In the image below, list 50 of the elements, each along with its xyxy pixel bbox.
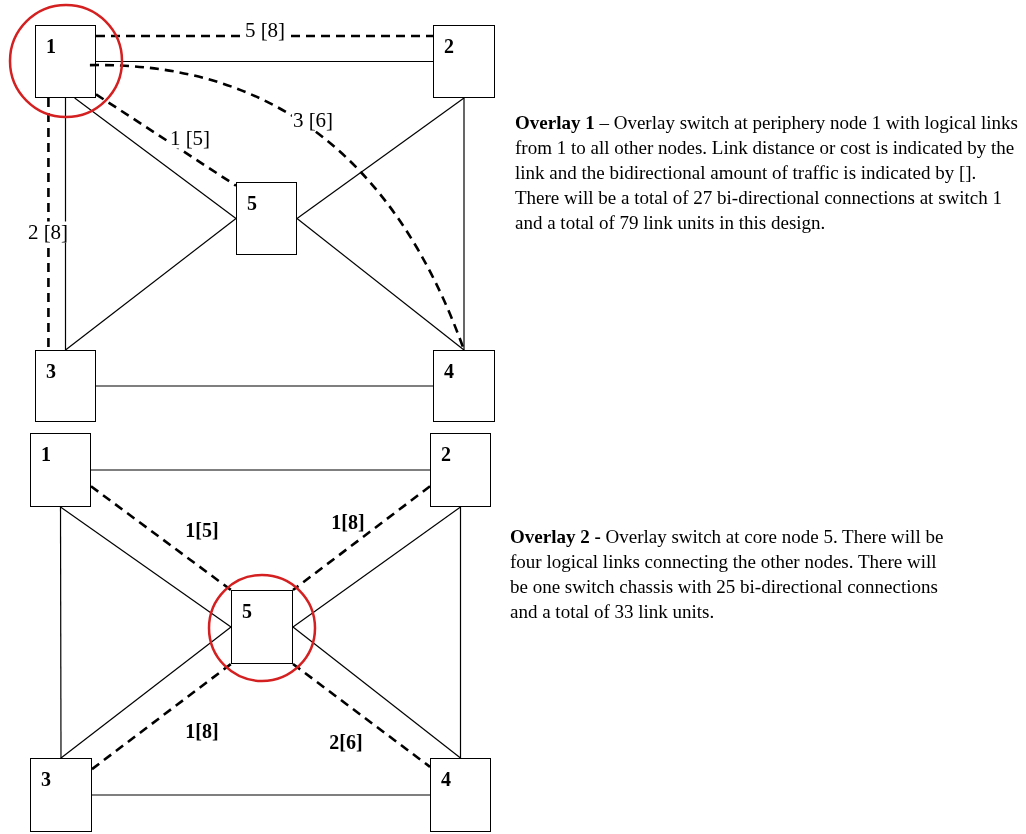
link-line xyxy=(91,794,431,796)
link-line xyxy=(463,97,465,351)
edge-label: 2[6] xyxy=(328,732,364,752)
link-line xyxy=(60,626,232,759)
edge-label: 1[8] xyxy=(330,512,366,532)
edge-label: 1[8] xyxy=(184,721,220,741)
node-box xyxy=(35,25,96,98)
node-number: 5 xyxy=(242,601,253,621)
dashed-link-line xyxy=(95,93,237,187)
node-number: 5 xyxy=(247,193,258,213)
dashed-link-line xyxy=(292,485,431,592)
node-box xyxy=(35,350,96,422)
dashed-link-line xyxy=(96,34,433,38)
dashed-link-line xyxy=(91,662,232,771)
edge-label: 1[5] xyxy=(184,520,220,540)
node-number: 1 xyxy=(41,444,52,464)
node-box xyxy=(231,590,293,664)
description-paragraph: Overlay 2 - Overlay switch at core node 5. There will be four logical links connecting the other nodes. There will be one switch chassis with 25 bi-directional connections and a total of 33 link units. xyxy=(510,525,945,624)
link-line xyxy=(95,60,434,63)
dashed-link-line xyxy=(292,662,431,768)
link-line xyxy=(64,97,67,351)
node-number: 2 xyxy=(444,36,455,56)
link-line xyxy=(292,506,462,628)
link-line xyxy=(64,217,237,351)
link-line xyxy=(459,506,462,759)
node-number: 4 xyxy=(441,769,452,789)
description-paragraph: Overlay 1 – Overlay switch at periphery node 1 with logical links from 1 to all other nodes. Link distance or cost is indicated by the link and the bidirectional amount of traffic is indicated by []. There will be a total of 27 bi-directional connections at switch 1 and a total of 79 link units in this design. xyxy=(515,111,1019,235)
node-number: 4 xyxy=(444,361,455,381)
node-number: 3 xyxy=(41,769,52,789)
link-line xyxy=(292,626,462,759)
node-box xyxy=(30,758,92,832)
node-box xyxy=(433,25,495,98)
link-line xyxy=(90,469,431,471)
link-line xyxy=(296,97,465,220)
node-box xyxy=(433,350,495,422)
node-box xyxy=(236,182,297,255)
node-box xyxy=(430,758,491,832)
link-line xyxy=(59,506,62,759)
node-box xyxy=(430,433,491,507)
node-number: 2 xyxy=(441,444,452,464)
link-line xyxy=(59,506,232,628)
dashed-link-line xyxy=(90,485,232,592)
node-number: 1 xyxy=(46,36,57,56)
link-line xyxy=(74,97,237,220)
edge-label: 2 [8] xyxy=(26,221,70,243)
link-line xyxy=(296,217,465,351)
node-box xyxy=(30,433,91,507)
link-line xyxy=(95,385,434,387)
node-number: 3 xyxy=(46,361,57,381)
dashed-link-line xyxy=(47,98,50,350)
